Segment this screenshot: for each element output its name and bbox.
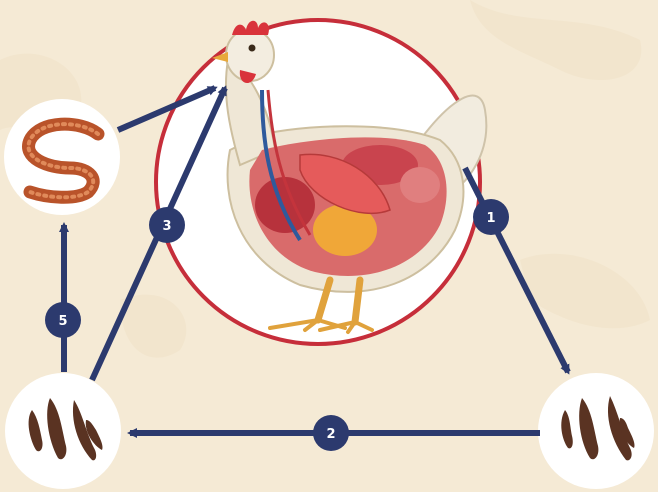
droppings-right-node — [538, 373, 654, 489]
step-label-3: 3 — [162, 219, 171, 234]
step-badge-3: 3 — [149, 207, 185, 243]
step-badge-1: 1 — [473, 199, 509, 235]
worm-node — [4, 99, 120, 215]
step-label-5: 5 — [58, 314, 67, 329]
step-label-2: 2 — [326, 427, 335, 442]
droppings-left-circle — [5, 373, 121, 489]
hen-node — [156, 20, 486, 344]
step-label-1: 1 — [486, 211, 495, 226]
step-badge-2: 2 — [313, 415, 349, 451]
step-badge-5: 5 — [45, 302, 81, 338]
droppings-left-node — [5, 373, 121, 489]
droppings-right-circle — [538, 373, 654, 489]
